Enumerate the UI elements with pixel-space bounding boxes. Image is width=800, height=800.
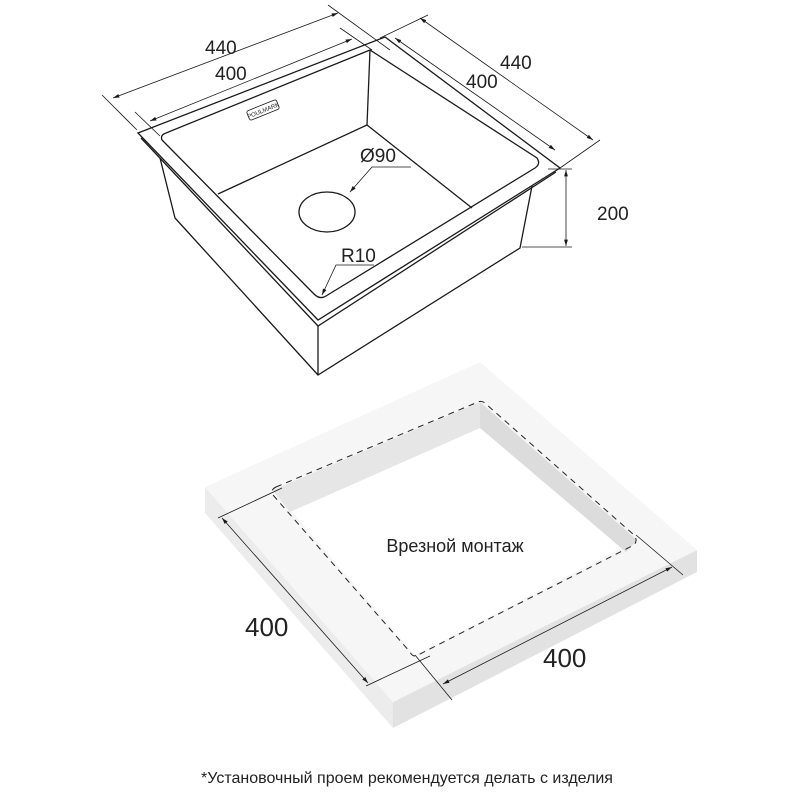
cutout-dim-right: 400 xyxy=(543,643,586,673)
dim-radius: R10 xyxy=(341,246,376,267)
footnote: *Установочный проем рекомендуется делать… xyxy=(201,770,613,787)
dim-depth-outer: 440 xyxy=(500,53,532,74)
dim-height: 200 xyxy=(597,204,629,225)
dimension-lines xyxy=(101,4,601,296)
dim-depth-inner: 400 xyxy=(466,72,498,93)
cutout-label: Врезной монтаж xyxy=(386,536,523,556)
cutout-outline xyxy=(271,400,637,657)
countertop xyxy=(205,362,697,728)
svg-text:POULMARK: POULMARK xyxy=(247,102,280,120)
dim-drain: Ø90 xyxy=(360,146,396,167)
brand-logo: POULMARK xyxy=(246,99,280,120)
drain-hole xyxy=(298,191,356,233)
dim-width-outer: 440 xyxy=(205,38,237,59)
cutout-dim-left: 400 xyxy=(245,612,288,642)
dim-width-inner: 400 xyxy=(215,64,247,85)
